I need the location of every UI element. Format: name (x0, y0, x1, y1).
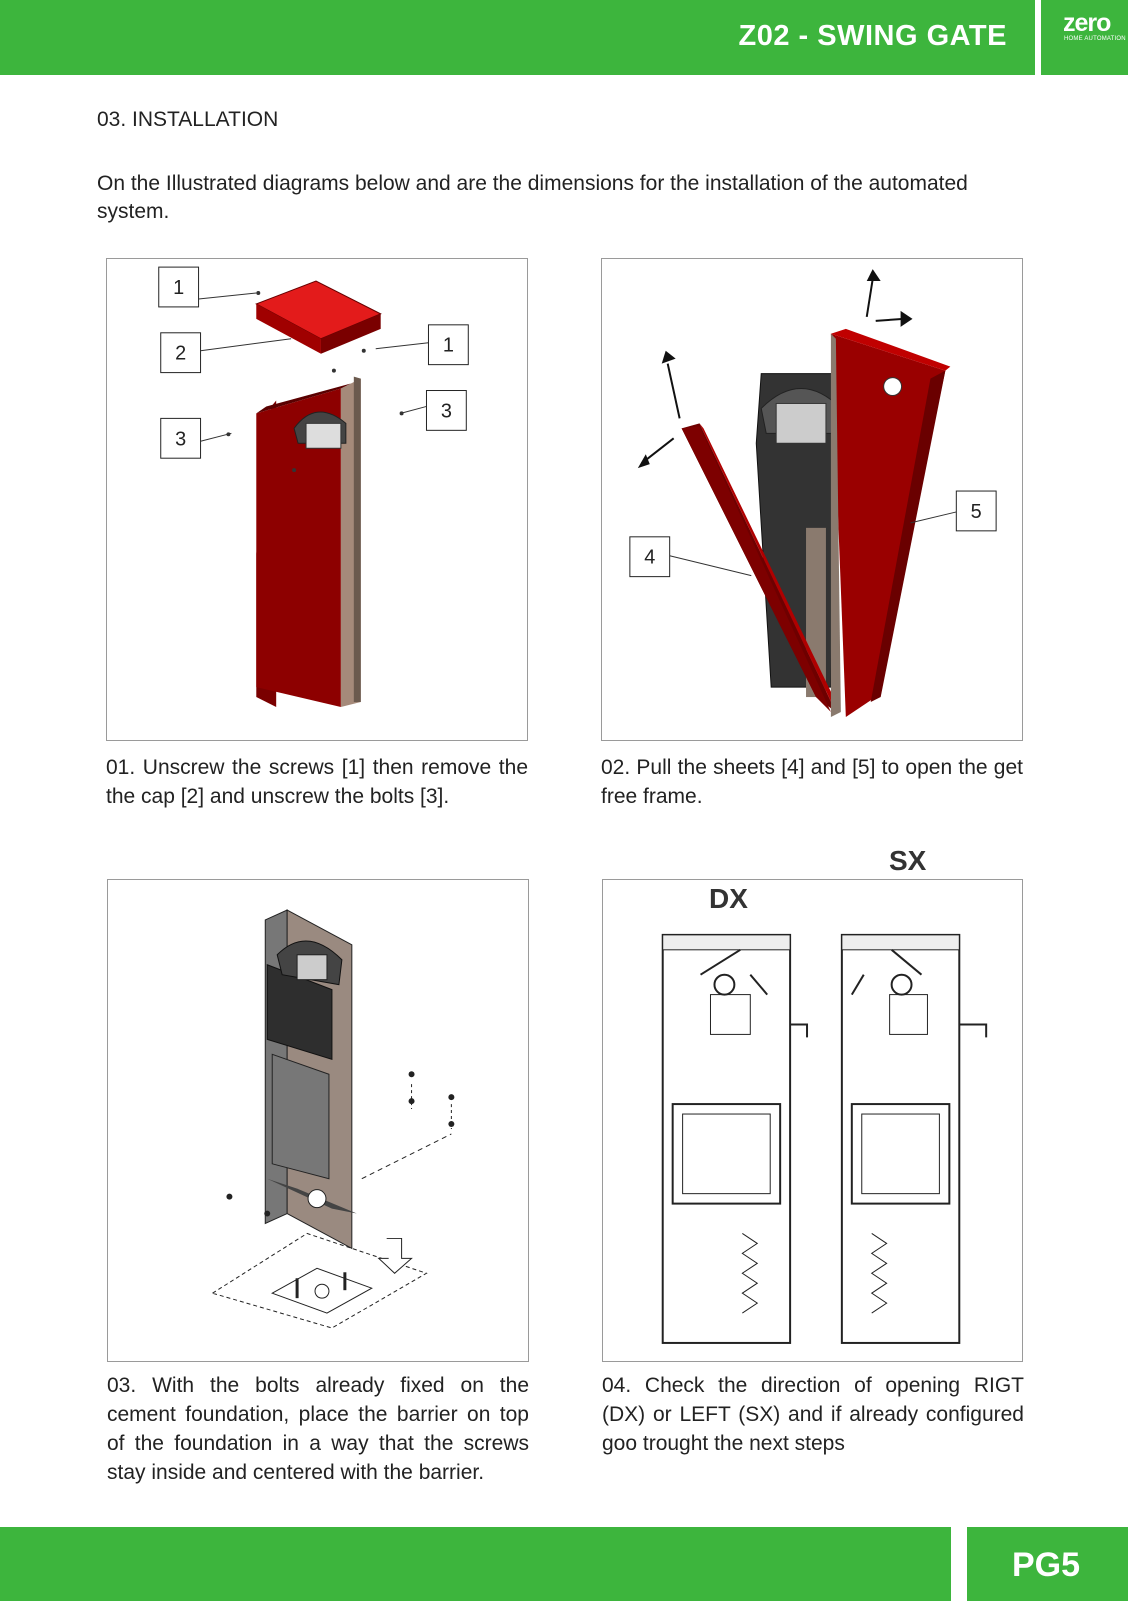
cabinet-exploded-illustration: 1 2 3 1 3 (158, 266, 469, 708)
dx-label: DX (709, 883, 748, 914)
caption-step-2: 02. Pull the sheets [4] and [5] to open … (601, 756, 1023, 808)
frame-sx (840, 933, 988, 1344)
figure-step-1: 1 2 3 1 3 (106, 258, 528, 741)
brand-logo: zero HOME AUTOMATION (1041, 0, 1128, 75)
svg-text:4: 4 (644, 547, 655, 569)
callout-2: 2 (160, 332, 202, 374)
svg-text:3: 3 (441, 400, 452, 422)
callout-5: 5 (955, 490, 997, 532)
page-number-box: PG5 (967, 1527, 1128, 1601)
figure-step-3 (107, 879, 529, 1362)
svg-text:1: 1 (443, 335, 454, 357)
page-number: PG5 (1012, 1546, 1081, 1584)
sx-label: SX (889, 845, 927, 876)
svg-text:5: 5 (971, 501, 982, 523)
footer-bar (0, 1527, 951, 1601)
svg-text:1: 1 (173, 277, 184, 299)
logo-wordmark: zero (1063, 9, 1111, 37)
logo-subtitle: HOME AUTOMATION (1064, 36, 1126, 42)
callout-1-left: 1 (158, 266, 200, 308)
callout-4: 4 (629, 536, 671, 578)
callout-3-right: 3 (425, 390, 467, 431)
callout-1-right: 1 (427, 324, 469, 366)
caption-step-1: 01. Unscrew the screws [1] then remove t… (106, 756, 528, 808)
header-bar: Z02 - SWING GATE (0, 0, 1035, 75)
document-title: Z02 - SWING GATE (738, 20, 1007, 52)
frame-dx (661, 933, 809, 1344)
svg-text:3: 3 (175, 428, 186, 450)
cabinet-open-illustration: 5 4 (629, 269, 997, 717)
intro-paragraph: On the Illustrated diagrams below and ar… (97, 172, 968, 223)
direction-comparison-illustration (661, 933, 988, 1344)
figure-step-4 (602, 879, 1023, 1362)
callout-3-left: 3 (160, 417, 202, 459)
frame-on-foundation-illustration (211, 909, 455, 1329)
figure-step-2: 5 4 (601, 258, 1023, 741)
section-title: 03. INSTALLATION (97, 108, 279, 131)
svg-text:2: 2 (175, 343, 186, 365)
caption-step-3: 03. With the bolts already fixed on the … (107, 1374, 529, 1484)
caption-step-4: 04. Check the direction of opening RIGT … (602, 1374, 1024, 1455)
